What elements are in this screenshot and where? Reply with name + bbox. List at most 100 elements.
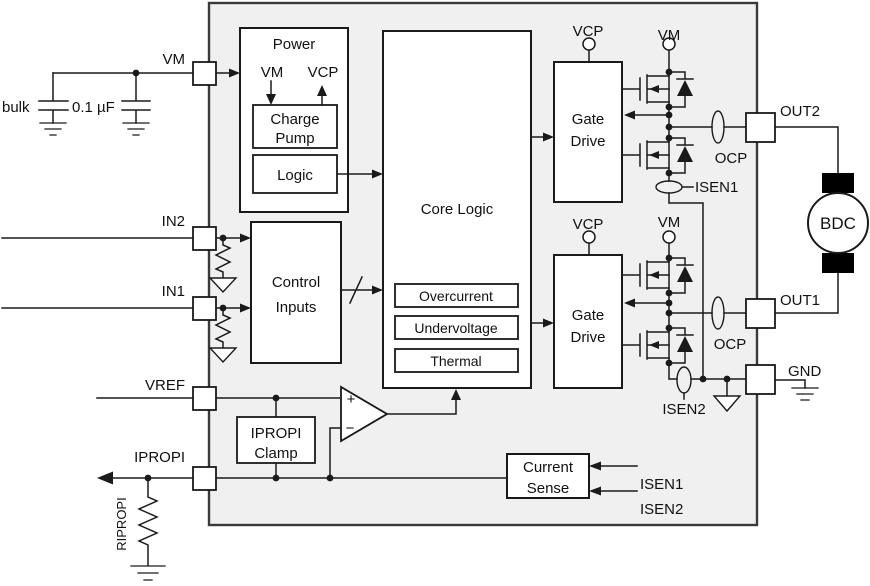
vm-supply-network [38,69,194,136]
power-block [239,27,383,213]
junction-dot [665,103,673,111]
junction-dot [665,123,673,131]
out2-pin [745,112,776,143]
junction-dot [665,359,673,367]
junction-dot [699,375,707,383]
vcp-terminal-icon [582,37,596,51]
charge-pump-label-2: Pump [275,130,314,147]
junction-dot [665,324,673,332]
vm-pin [192,61,217,86]
charge-pump-box [252,104,338,149]
arrowhead-right [372,285,383,295]
ipropi-network [97,471,508,581]
wire-control-bus [340,276,375,304]
undervoltage-label: Undervoltage [414,320,497,336]
ground-triangle-icon [208,347,238,364]
vm-bottom-label: VM [658,214,681,231]
isen2-bridge-label: ISEN2 [662,401,705,418]
out1-pin [745,298,776,329]
current-amp [236,385,461,464]
junction-dot [665,134,673,142]
gate-drive-bottom-label-2: Drive [570,329,605,346]
undervoltage-box [394,315,519,340]
out1-pin-label: OUT1 [780,292,820,309]
motor-network [774,126,869,401]
isen2-input-label: ISEN2 [640,501,683,518]
gate-drive-top-box [553,61,623,203]
arrowhead-up [451,389,461,400]
bulk-cap-label: bulk [2,99,30,116]
arrowhead-down [266,94,276,105]
isen1-bridge-label: ISEN1 [695,179,738,196]
wire-out2-external [774,126,839,174]
bdc-motor-label: BDC [820,214,856,233]
ripropi-resistor-label: RIPROPI [114,497,129,550]
junction-dot [665,254,673,262]
ground-triangle-icon [712,395,742,413]
junction-dot [219,234,227,242]
ground-icon [39,122,67,136]
in1-pin-label: IN1 [162,283,185,300]
control-inputs-box [250,221,342,364]
junction-dot [219,304,227,312]
arrowhead-right [240,233,251,243]
vref-pin-label: VREF [145,377,185,394]
vm-terminal-icon [662,230,676,244]
core-logic-block [382,30,554,389]
power-block-title: Power [273,36,316,53]
half-bridge-top [553,37,747,380]
vcp-bottom-label: VCP [573,216,604,233]
control-inputs-label-1: Control [272,274,320,291]
junction-dot [272,474,280,482]
overcurrent-box [394,283,519,308]
charge-pump-label-1: Charge [270,111,319,128]
junction-dot [665,111,673,119]
vm-top-label: VM [658,27,681,44]
current-sense-label-2: Sense [527,480,570,497]
bypass-cap-label: 0.1 µF [72,99,115,116]
power-vm-label: VM [261,64,284,81]
vcp-terminal-icon [582,230,596,244]
thermal-label: Thermal [430,353,481,369]
ipropi-clamp-label-1: IPROPI [251,425,302,442]
ocp-bottom-label: OCP [714,336,747,353]
bypass-capacitor-icon [121,72,151,124]
core-logic-title: Core Logic [421,201,494,218]
in2-pulldown-resistor-icon [214,237,232,279]
junction-dot [144,474,152,482]
isen1-sense-icon [655,180,683,194]
vref-pin [192,386,217,411]
ipropi-clamp-label-2: Clamp [254,445,297,462]
junction-dot [665,299,673,307]
gate-drive-bottom-box [553,254,623,389]
control-inputs-label-2: Inputs [276,299,317,316]
ground-icon [791,387,819,401]
out2-pin-label: OUT2 [780,103,820,120]
logic-label: Logic [277,167,313,184]
control-inputs-block [250,221,383,364]
wire-amp-minus [329,427,342,479]
in2-pin-label: IN2 [162,213,185,230]
junction-dot [665,68,673,76]
ocp-top-label: OCP [715,150,748,167]
ipropi-pin [192,466,217,491]
ipropi-pin-label: IPROPI [134,449,185,466]
bdc-motor-icon [807,192,869,254]
gnd-pin-label: GND [788,363,822,380]
op-amp-icon [340,385,389,443]
ground-icon [130,565,166,581]
arrowhead-left [624,298,635,308]
arrowhead-right [543,318,554,328]
wire-amp-output [386,397,457,415]
ground-icon [122,122,150,136]
arrowhead-right [543,132,554,142]
gnd-pin [745,364,776,395]
thermal-box [394,348,519,373]
arrowhead-left [589,461,601,471]
amp-plus-label: + [347,391,356,408]
gate-drive-bottom-label-1: Gate [572,307,605,324]
input-wiring [1,68,342,482]
overcurrent-label: Overcurrent [419,288,493,304]
current-sense-label-1: Current [523,459,574,476]
